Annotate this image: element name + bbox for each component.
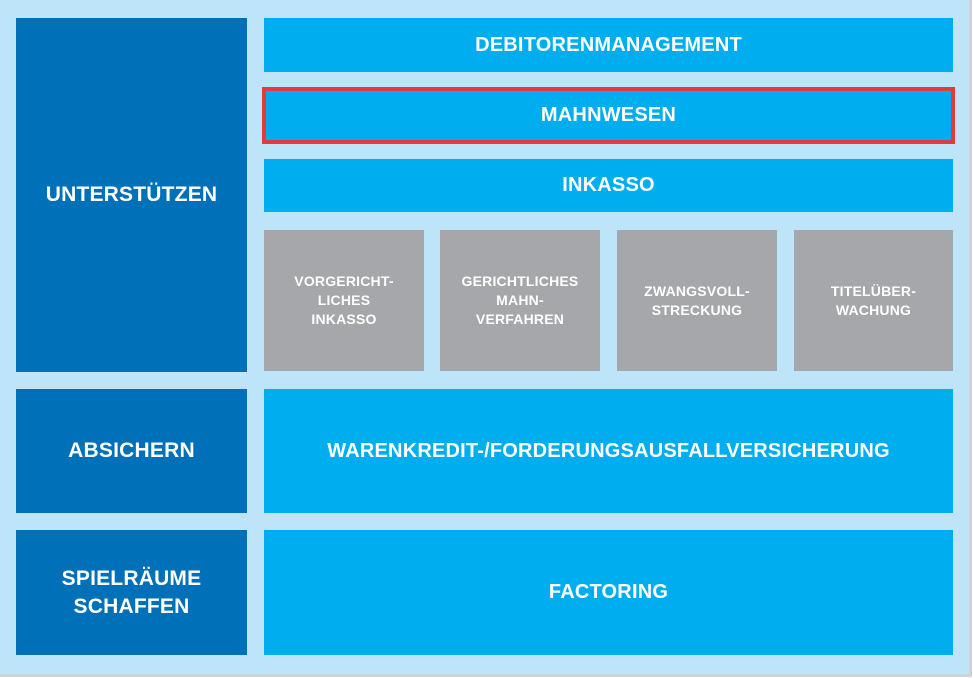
service-factoring: FACTORING <box>264 530 953 655</box>
category-support: UNTERSTÜTZEN <box>16 18 247 372</box>
service-factoring-label: FACTORING <box>548 581 669 603</box>
service-receivables-management-label: DEBITORENMANAGEMENT <box>475 33 742 56</box>
service-collection-label: INKASSO <box>562 174 655 196</box>
service-receivables-management: DEBITORENMANAGEMENT <box>264 18 953 72</box>
sub-service-enforcement: ZWANGSVOLL- STRECKUNG <box>617 230 777 371</box>
service-dunning: MAHNWESEN <box>262 87 955 144</box>
category-latitude-label: SPIELRÄUME SCHAFFEN <box>61 566 202 618</box>
sub-service-enforcement-label: ZWANGSVOLL- STRECKUNG <box>644 282 750 318</box>
category-secure: ABSICHERN <box>16 389 247 513</box>
service-collection: INKASSO <box>264 159 953 212</box>
category-support-label: UNTERSTÜTZEN <box>45 183 218 206</box>
sub-service-pre-court-collection-label: VORGERICHT- LICHES INKASSO <box>294 273 394 327</box>
sub-service-court-dunning: GERICHTLICHES MAHN- VERFAHREN <box>440 230 600 371</box>
sub-service-title-monitoring-label: TITELÜBER- WACHUNG <box>830 282 917 318</box>
service-credit-insurance-label: WARENKREDIT-/FORDERUNGSAUSFALLVERSICHERU… <box>327 439 890 462</box>
service-dunning-label: MAHNWESEN <box>540 104 677 126</box>
sub-service-title-monitoring: TITELÜBER- WACHUNG <box>794 230 953 371</box>
service-credit-insurance: WARENKREDIT-/FORDERUNGSAUSFALLVERSICHERU… <box>264 389 953 513</box>
category-latitude: SPIELRÄUME SCHAFFEN <box>16 530 247 655</box>
category-secure-label: ABSICHERN <box>68 439 195 462</box>
sub-service-pre-court-collection: VORGERICHT- LICHES INKASSO <box>264 230 424 371</box>
sub-service-court-dunning-label: GERICHTLICHES MAHN- VERFAHREN <box>461 273 579 327</box>
